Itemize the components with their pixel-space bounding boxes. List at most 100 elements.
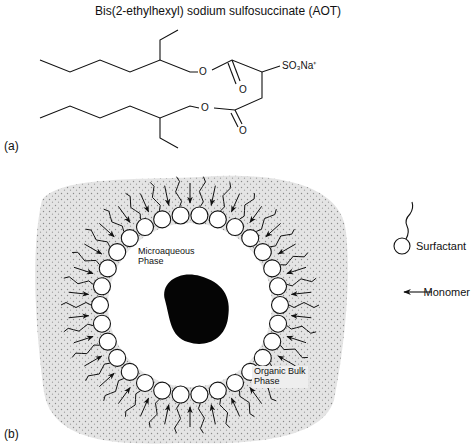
atom-label: O [239, 84, 247, 95]
surfactant-tail [280, 345, 307, 357]
surfactant-tail [104, 209, 124, 231]
atom-label: O [201, 102, 209, 113]
monomer-arrow [250, 206, 262, 222]
surfactant-tail [150, 182, 160, 211]
monomer-arrow [278, 356, 295, 366]
monomer-arrow [211, 186, 215, 206]
monomer-arrow [287, 337, 306, 343]
surfactant-head [137, 374, 154, 391]
surfactant-tail [256, 209, 276, 231]
monomer-arrow [291, 316, 311, 318]
monomer-arrow [69, 316, 89, 318]
surfactant-head [272, 297, 289, 314]
surfactant-head [99, 333, 116, 350]
surfactant-head [137, 219, 154, 236]
surfactant-tail [199, 177, 205, 207]
surfactant-tail [126, 193, 141, 219]
monomer-arrow [99, 373, 114, 386]
surfactant-head [93, 278, 110, 295]
atom-label: O [199, 66, 207, 77]
surfactant-head [254, 349, 271, 366]
surfactant-tail [221, 182, 231, 211]
surfactant-tail [198, 403, 204, 433]
surfactant-tail [86, 363, 110, 381]
monomer-arrow [84, 244, 101, 254]
surfactant-tail [287, 278, 316, 286]
surfactant-head [264, 333, 281, 350]
monomer-arrow [190, 183, 191, 203]
panel-label: (b) [4, 428, 19, 441]
surfactant-tail [289, 303, 319, 308]
title: Bis(2-ethylhexyl) sodium sulfosuccinate … [95, 4, 341, 18]
monomer-arrow [211, 405, 215, 425]
legend-text: Surfactant [416, 240, 466, 252]
surfactant-head [172, 386, 189, 403]
surfactant-head [154, 382, 171, 399]
surfactant-head [92, 297, 109, 314]
surfactant-head [191, 386, 208, 403]
surfactant-head [209, 382, 226, 399]
surfactant-head [270, 278, 287, 295]
region-label: Organic Bulk Phase [252, 366, 308, 388]
surfactant-head [227, 374, 244, 391]
surfactant-tail [280, 253, 307, 265]
surfactant-head [242, 230, 259, 247]
monomer-arrow [287, 267, 306, 273]
monomer-arrow [140, 194, 148, 212]
monomer-arrow [165, 186, 169, 206]
region-label: Microaqueous Phase [136, 246, 208, 268]
surfactant-head [121, 230, 138, 247]
monomer-arrow [165, 405, 169, 425]
monomer-arrow [140, 398, 148, 416]
monomer-arrow [74, 267, 93, 273]
surfactant-head [121, 363, 138, 380]
legend-text: Monomer [424, 286, 470, 298]
monomer-arrow [231, 194, 239, 212]
monomer-arrow [118, 388, 130, 404]
surfactant-tail [176, 177, 182, 207]
surfactant-tail [126, 391, 141, 417]
monomer-arrow [231, 398, 239, 416]
solute-blob [164, 274, 229, 343]
surfactant-tail [270, 229, 294, 247]
surfactant-head [254, 244, 271, 261]
monomer-arrow [118, 206, 130, 222]
surfactant-tail [175, 403, 181, 433]
monomer-arrow [291, 292, 311, 294]
surfactant-tail [104, 379, 124, 401]
surfactant-head [99, 260, 116, 277]
monomer-arrow [74, 337, 93, 343]
surfactant-tail [240, 193, 255, 219]
monomer-arrow [84, 356, 101, 366]
surfactant-tail [287, 326, 316, 334]
surfactant-head [109, 349, 126, 366]
surfactant-head [227, 219, 244, 236]
monomer-arrow [266, 223, 281, 236]
surfactant-tail [61, 303, 91, 308]
surfactant-head [172, 207, 189, 224]
microaqueous-phase [108, 223, 272, 387]
monomer-arrow [250, 388, 262, 404]
group-label: SO₃Na⁺ [282, 60, 316, 71]
aot-structure [40, 30, 280, 148]
panel-label: (a) [4, 140, 19, 153]
atom-label: O [239, 125, 247, 136]
surfactant-tail [86, 229, 110, 247]
surfactant-head [270, 315, 287, 332]
surfactant-tail [72, 252, 99, 264]
surfactant-tail [149, 399, 159, 428]
surfactant-tail [72, 345, 99, 357]
monomer-arrow [190, 407, 191, 427]
surfactant-head [264, 260, 281, 277]
monomer-arrow [278, 244, 295, 254]
surfactant-tail [240, 391, 255, 417]
organic-bulk-phase [35, 176, 348, 444]
surfactant-head [154, 211, 171, 228]
surfactant-head [209, 211, 226, 228]
surfactant-tail [220, 399, 230, 428]
surfactant-tail [64, 324, 93, 332]
monomer-arrow [99, 223, 114, 236]
reverse-micelle [61, 177, 319, 434]
